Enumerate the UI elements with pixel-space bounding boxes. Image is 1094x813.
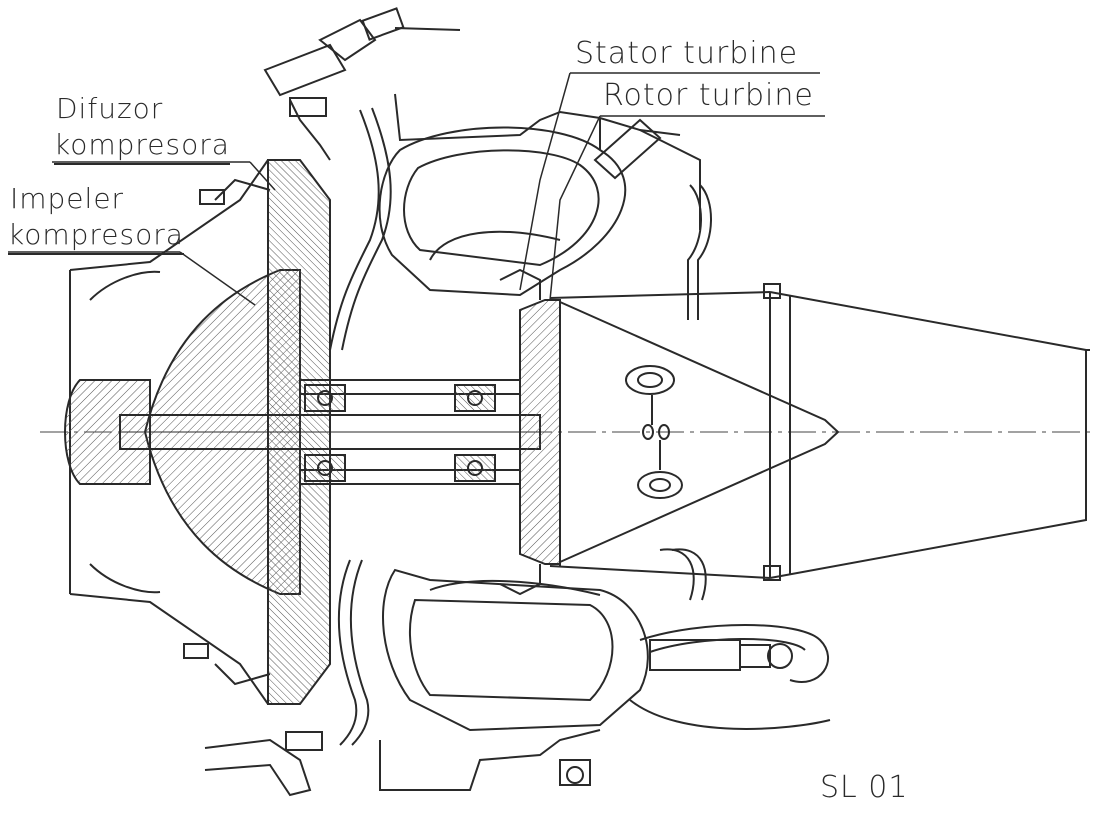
label-impeler: Impeler: [10, 182, 125, 215]
tail-cone: [559, 301, 840, 563]
bearings: [304, 384, 496, 482]
exhaust-nozzle: [763, 283, 1090, 581]
label-difuzor: Difuzor: [56, 92, 164, 125]
leader-lines: [8, 72, 825, 306]
sheet-code: SL 01: [820, 770, 909, 805]
label-impeler-kompresora: kompresora: [8, 218, 184, 255]
fittings: [204, 7, 793, 797]
label-difuzor-kompresora: kompresora: [54, 128, 230, 165]
combustion-chamber-upper: [378, 93, 701, 297]
turbine-stator: [499, 268, 541, 596]
label-rotor-turbine: Rotor turbine: [603, 78, 814, 113]
turbine-disk: [519, 299, 561, 565]
combustion-chamber-lower: [379, 568, 649, 791]
spinner-nose: [64, 379, 151, 485]
label-stator-turbine: Stator turbine: [575, 36, 799, 71]
